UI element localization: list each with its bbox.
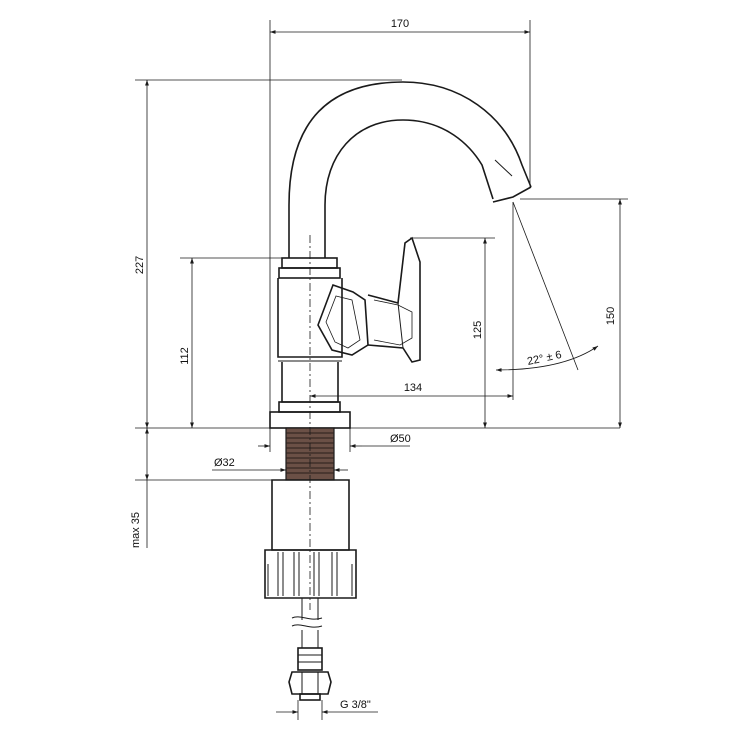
dim-label-o50: Ø50	[390, 433, 411, 445]
dim-label-227: 227	[134, 256, 146, 274]
dimension-width: 170	[269, 18, 531, 428]
dim-label-150: 150	[605, 307, 617, 325]
dimension-thread: G 3/8"	[276, 699, 378, 720]
dim-label-angle: 22° ± 6	[526, 349, 563, 368]
dimension-reach: 134	[310, 202, 514, 400]
dim-label-max35: max 35	[130, 512, 142, 548]
dimension-total-height: 227	[134, 79, 620, 429]
lever-handle	[317, 236, 421, 363]
dim-label-125: 125	[472, 321, 484, 339]
dim-label-112: 112	[179, 347, 191, 365]
dimension-shank-diameter: Ø32	[212, 457, 348, 472]
dimension-spout-height: 150	[520, 198, 628, 428]
dim-label-thread: G 3/8"	[340, 699, 371, 711]
dim-label-134: 134	[404, 382, 422, 394]
dimension-max-thickness: max 35	[130, 428, 272, 548]
spout	[288, 81, 532, 258]
dimension-handle-height: 112	[179, 257, 282, 428]
dim-label-170: 170	[391, 18, 409, 30]
hose-connector	[288, 647, 332, 701]
dimension-angle: 22° ± 6	[495, 201, 599, 372]
dimension-lever-height: 125	[410, 237, 495, 428]
dim-label-o32: Ø32	[214, 457, 235, 469]
mounting-nut	[264, 479, 357, 599]
dimension-base-diameter: Ø50	[258, 428, 411, 452]
flex-hose	[291, 598, 323, 648]
